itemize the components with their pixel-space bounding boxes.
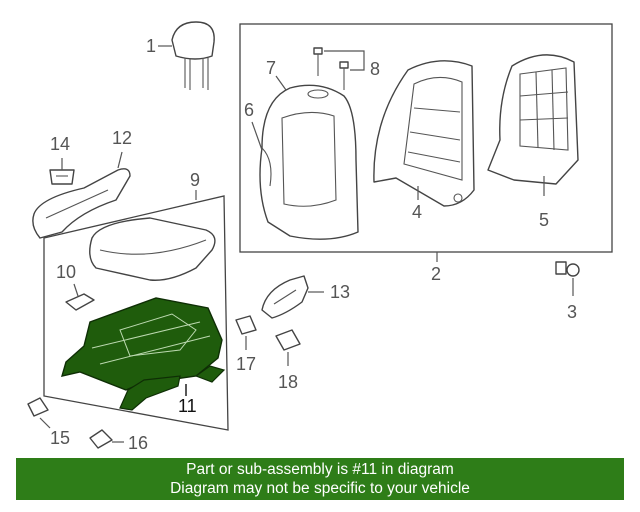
bolt-3-part[interactable] — [555, 261, 580, 277]
clip-18-part[interactable] — [275, 329, 301, 351]
callout-4: 4 — [412, 202, 422, 222]
callout-13: 13 — [330, 282, 350, 302]
bracket-14-part[interactable] — [49, 169, 75, 185]
leader-8 — [324, 50, 365, 71]
callout-6: 6 — [244, 100, 254, 120]
side-shield-part[interactable] — [32, 168, 131, 239]
callout-17: 17 — [236, 354, 256, 374]
callout-10: 10 — [56, 262, 76, 282]
callout-3: 3 — [567, 302, 577, 322]
callout-2: 2 — [431, 264, 441, 284]
callout-16: 16 — [128, 433, 148, 453]
leader-10 — [73, 283, 79, 297]
callout-9: 9 — [190, 170, 200, 190]
callout-12: 12 — [112, 128, 132, 148]
seatback-frame-part[interactable] — [373, 60, 475, 207]
seat-cushion-assembly-frame — [43, 195, 229, 431]
seatback-cushion-part[interactable] — [259, 84, 359, 240]
callout-1: 1 — [146, 36, 156, 56]
leader-15 — [39, 417, 51, 429]
seatback-pad-part[interactable] — [487, 54, 579, 185]
callout-5: 5 — [539, 210, 549, 230]
callout-7: 7 — [266, 58, 276, 78]
callout-15: 15 — [50, 428, 70, 448]
clip-10-part[interactable] — [65, 293, 95, 311]
leader-6 — [251, 121, 263, 151]
callout-18: 18 — [278, 372, 298, 392]
headrest-part[interactable] — [171, 21, 215, 90]
callout-11: 11 — [178, 396, 197, 416]
clip-17-part[interactable] — [235, 315, 257, 335]
part-info-banner: Part or sub-assembly is #11 in diagram D… — [16, 458, 624, 500]
bracket-13-part[interactable] — [261, 275, 309, 319]
seatback-assembly-frame — [239, 23, 613, 253]
seat-track-frame-part[interactable] — [61, 297, 226, 411]
seat-cushion-part[interactable] — [89, 217, 216, 281]
bolts-part[interactable] — [313, 47, 349, 90]
callout-8: 8 — [370, 59, 380, 79]
leader-7 — [275, 75, 287, 91]
banner-line-1: Part or sub-assembly is #11 in diagram — [186, 461, 454, 478]
banner-line-2: Diagram may not be specific to your vehi… — [170, 480, 470, 497]
clip-16-part[interactable] — [89, 429, 113, 449]
leader-12 — [117, 151, 123, 169]
callout-14: 14 — [50, 134, 70, 154]
clip-15-part[interactable] — [27, 397, 49, 417]
